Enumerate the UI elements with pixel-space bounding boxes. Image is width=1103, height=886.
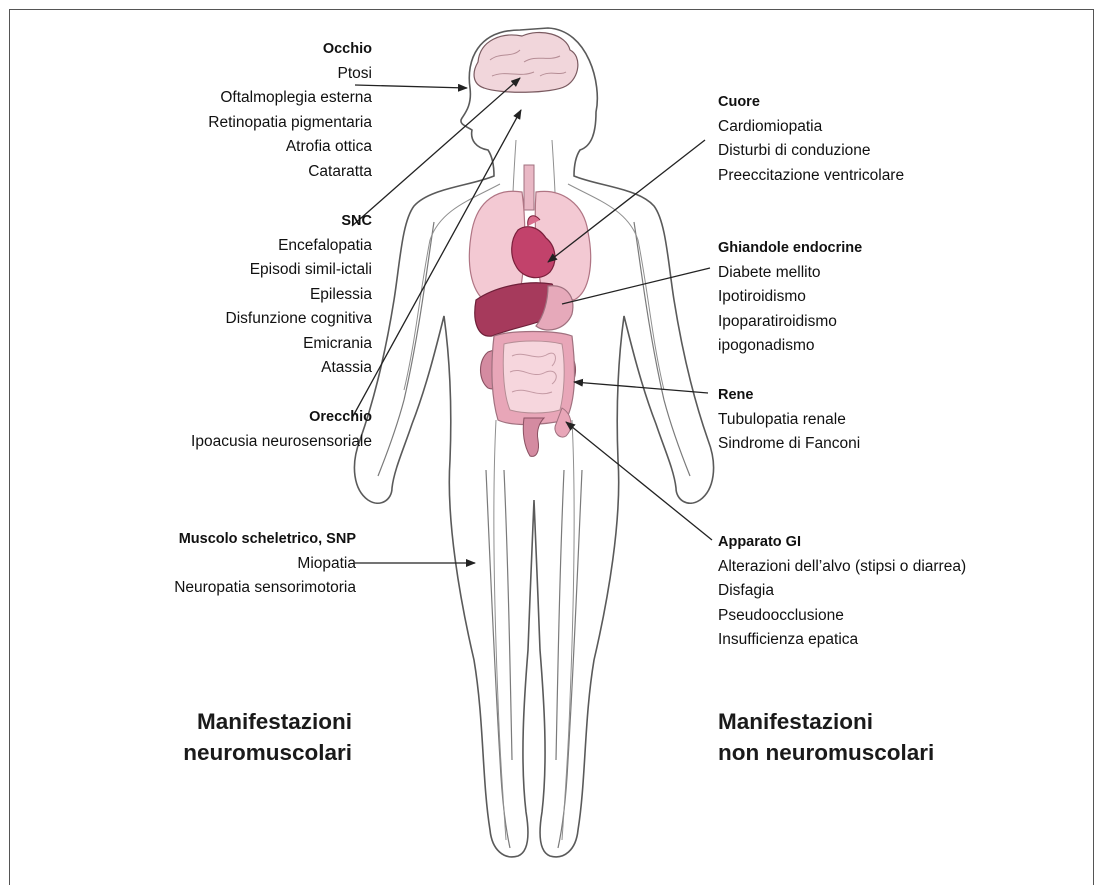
item-oftalmoplegia: Oftalmoplegia esterna [110, 86, 372, 111]
title-right-line2: non neuromuscolari [718, 737, 1018, 768]
item-epilessia: Epilessia [110, 283, 372, 308]
item-retinopatia: Retinopatia pigmentaria [110, 111, 372, 136]
item-ptosi: Ptosi [110, 62, 372, 87]
trachea [524, 165, 534, 210]
title-right-line1: Manifestazioni [718, 706, 1018, 737]
item-alterazioni-alvo: Alterazioni dell’alvo (stipsi o diarrea) [718, 555, 1078, 580]
small-intestine [503, 341, 564, 413]
brain-shape [474, 32, 578, 92]
heading-muscolo: Muscolo scheletrico, SNP [90, 527, 356, 552]
item-disturbi-conduzione: Disturbi di conduzione [718, 139, 1058, 164]
group-cuore: Cuore Cardiomiopatia Disturbi di conduzi… [718, 90, 1058, 188]
group-ghiandole: Ghiandole endocrine Diabete mellito Ipot… [718, 236, 1058, 359]
title-neuromuscolari: Manifestazioni neuromuscolari [140, 706, 352, 768]
item-cardiomiopatia: Cardiomiopatia [718, 115, 1058, 140]
item-emicrania: Emicrania [110, 332, 372, 357]
heading-rene: Rene [718, 383, 1058, 408]
item-fanconi: Sindrome di Fanconi [718, 432, 1058, 457]
item-ipotiroidismo: Ipotiroidismo [718, 285, 1058, 310]
item-diabete: Diabete mellito [718, 261, 1058, 286]
group-orecchio: Orecchio Ipoacusia neurosensoriale [110, 405, 372, 454]
item-episodi-simil-ictali: Episodi simil-ictali [110, 258, 372, 283]
heading-cuore: Cuore [718, 90, 1058, 115]
heading-occhio: Occhio [110, 37, 372, 62]
item-atrofia-ottica: Atrofia ottica [110, 135, 372, 160]
group-gi: Apparato GI Alterazioni dell’alvo (stips… [718, 530, 1078, 653]
item-insufficienza-epatica: Insufficienza epatica [718, 628, 1078, 653]
group-snc: SNC Encefalopatia Episodi simil-ictali E… [110, 209, 372, 381]
item-ipoparatiroidismo: Ipoparatiroidismo [718, 310, 1058, 335]
item-preeccitazione: Preeccitazione ventricolare [718, 164, 1058, 189]
item-disfagia: Disfagia [718, 579, 1078, 604]
heading-orecchio: Orecchio [110, 405, 372, 430]
item-tubulopatia: Tubulopatia renale [718, 408, 1058, 433]
group-occhio: Occhio Ptosi Oftalmoplegia esterna Retin… [110, 37, 372, 184]
item-neuropatia: Neuropatia sensorimotoria [90, 576, 356, 601]
title-left-line1: Manifestazioni [140, 706, 352, 737]
title-left-line2: neuromuscolari [140, 737, 352, 768]
item-ipogonadismo: ipogonadismo [718, 334, 1058, 359]
item-encefalopatia: Encefalopatia [110, 234, 372, 259]
item-ipoacusia: Ipoacusia neurosensoriale [110, 430, 372, 455]
title-non-neuromuscolari: Manifestazioni non neuromuscolari [718, 706, 1018, 768]
group-rene: Rene Tubulopatia renale Sindrome di Fanc… [718, 383, 1058, 457]
heading-snc: SNC [110, 209, 372, 234]
heading-ghiandole: Ghiandole endocrine [718, 236, 1058, 261]
item-atassia: Atassia [110, 356, 372, 381]
group-muscolo: Muscolo scheletrico, SNP Miopatia Neurop… [90, 527, 356, 601]
item-miopatia: Miopatia [90, 552, 356, 577]
item-pseudoocclusione: Pseudoocclusione [718, 604, 1078, 629]
item-cataratta: Cataratta [110, 160, 372, 185]
heading-gi: Apparato GI [718, 530, 1078, 555]
item-disfunzione-cognitiva: Disfunzione cognitiva [110, 307, 372, 332]
